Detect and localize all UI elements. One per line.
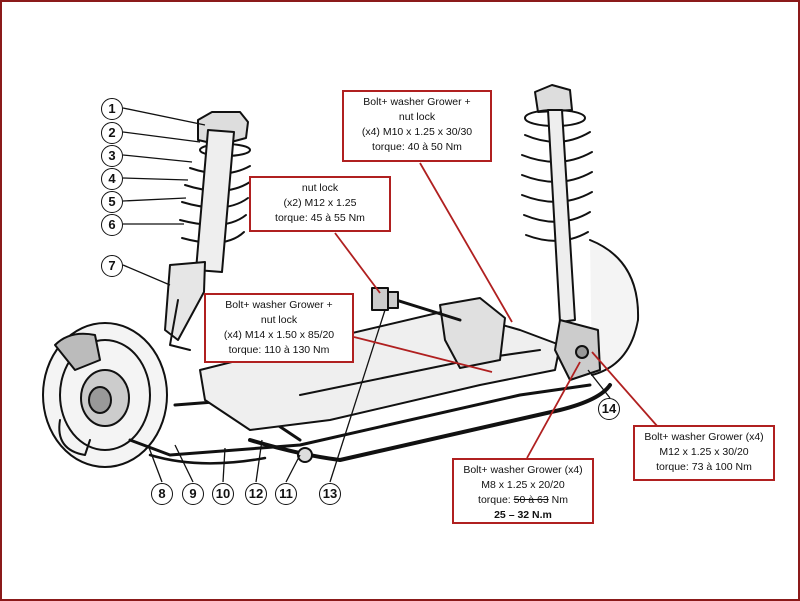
part-number-13: 13	[319, 483, 341, 505]
part-number-7: 7	[101, 255, 123, 277]
callout-m8-bolts: Bolt+ washer Grower (x4) M8 x 1.25 x 20/…	[452, 458, 594, 524]
callout-line: (x4) M14 x 1.50 x 85/20	[223, 329, 335, 341]
callout-line: nut lock	[301, 182, 339, 194]
callout-line: Bolt+ washer Grower +	[363, 96, 471, 108]
callout-hub-bolts: Bolt+ washer Grower (x4) M12 x 1.25 x 30…	[633, 425, 775, 481]
anti-roll-bar	[248, 383, 612, 463]
right-strut-assembly	[521, 84, 593, 323]
right-brake-disc	[554, 239, 640, 381]
torque-unit: Nm	[551, 494, 568, 506]
part-number-8: 8	[151, 483, 173, 505]
part-number-2: 2	[101, 122, 123, 144]
callout-line: torque: 73 à 100 Nm	[656, 461, 752, 473]
part-number-3: 3	[101, 145, 123, 167]
callout-line: Bolt+ washer Grower (x4)	[463, 464, 583, 476]
torque-prefix: torque:	[478, 494, 511, 506]
part-number-4: 4	[101, 168, 123, 190]
callout-line: (x2) M12 x 1.25	[283, 197, 357, 209]
part-number-5: 5	[101, 191, 123, 213]
callout-line: nut lock	[260, 314, 298, 326]
part-number-1: 1	[101, 98, 123, 120]
callout-crossmember-bolts: Bolt+ washer Grower + nut lock (x4) M10 …	[342, 90, 492, 162]
callout-leader-lines	[334, 162, 659, 459]
old-torque-value: 50 à 63	[513, 494, 549, 506]
callout-line: M12 x 1.25 x 30/20	[659, 446, 749, 458]
left-strut-assembly	[164, 111, 251, 351]
callout-line: Bolt+ washer Grower +	[225, 299, 333, 311]
subframe	[199, 287, 561, 431]
callout-line: M8 x 1.25 x 20/20	[481, 479, 565, 491]
corrected-torque-value: 25 – 32 N.m	[494, 509, 552, 521]
callout-subframe-bolts: Bolt+ washer Grower + nut lock (x4) M14 …	[204, 293, 354, 363]
callout-torque-line: torque: 50 à 63 Nm	[458, 493, 588, 508]
part-leader-lines	[122, 107, 611, 483]
left-brake-disc	[42, 322, 168, 468]
callout-line: nut lock	[398, 111, 436, 123]
callout-nut-lock: nut lock (x2) M12 x 1.25 torque: 45 à 55…	[249, 176, 391, 232]
callout-line: torque: 40 à 50 Nm	[372, 141, 462, 153]
part-number-6: 6	[101, 214, 123, 236]
part-number-11: 11	[275, 483, 297, 505]
callout-line: (x4) M10 x 1.25 x 30/30	[361, 126, 473, 138]
part-number-9: 9	[182, 483, 204, 505]
callout-line: Bolt+ washer Grower (x4)	[644, 431, 764, 443]
callout-line: torque: 110 à 130 Nm	[228, 344, 330, 356]
part-number-12: 12	[245, 483, 267, 505]
part-number-14: 14	[598, 398, 620, 420]
part-number-10: 10	[212, 483, 234, 505]
callout-line: torque: 45 à 55 Nm	[275, 212, 365, 224]
